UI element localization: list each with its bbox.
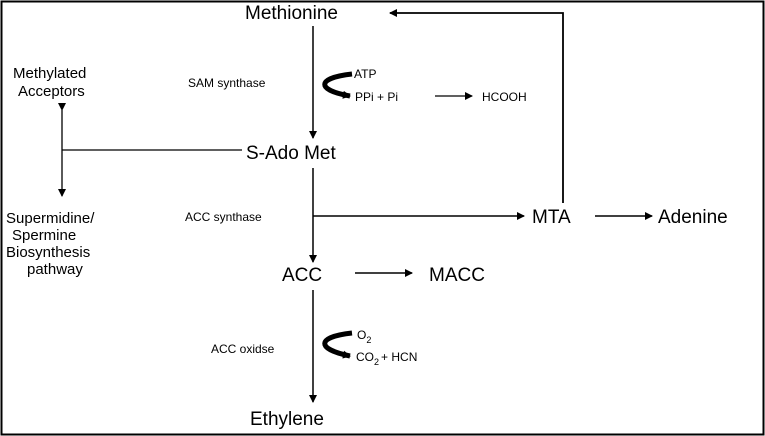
node-mta: MTA <box>532 207 571 228</box>
node-sadomet: S-Ado Met <box>246 143 336 164</box>
spermidine-line2: Spermine <box>12 227 76 244</box>
methylated-acceptors-line2: Acceptors <box>18 83 85 100</box>
co2-base: CO <box>356 350 374 364</box>
cofactor-hcooh: HCOOH <box>482 90 527 104</box>
cofactor-co2-hcn: CO2+ HCN <box>356 350 417 367</box>
arrow-mta-recycle-to-methionine <box>389 9 564 203</box>
spermidine-line1: Supermidine/ <box>6 210 95 227</box>
enzyme-acc-oxidase: ACC oxidse <box>211 342 275 356</box>
hcn-text: + HCN <box>381 350 417 364</box>
node-adenine: Adenine <box>658 207 728 228</box>
enzyme-acc-synthase: ACC synthase <box>185 210 262 224</box>
sam-cofactor-curve-arrow <box>322 71 353 99</box>
spermidine-line4: pathway <box>27 261 83 278</box>
cofactor-ppi-pi: PPi + Pi <box>355 90 398 104</box>
node-macc: MACC <box>429 265 485 286</box>
node-methionine: Methionine <box>245 3 338 24</box>
methylated-acceptors-line1: Methylated <box>13 65 86 82</box>
node-ethylene: Ethylene <box>250 409 324 430</box>
oxidase-cofactor-curve-arrow <box>322 330 353 359</box>
co2-subscript: 2 <box>374 357 379 367</box>
o2-base: O <box>357 328 366 342</box>
spermidine-line3: Biosynthesis <box>6 244 90 261</box>
cofactor-atp: ATP <box>354 67 376 81</box>
enzyme-sam-synthase: SAM synthase <box>188 76 266 90</box>
cofactor-o2: O2 <box>357 328 371 345</box>
o2-subscript: 2 <box>366 335 371 345</box>
node-acc: ACC <box>282 265 322 286</box>
